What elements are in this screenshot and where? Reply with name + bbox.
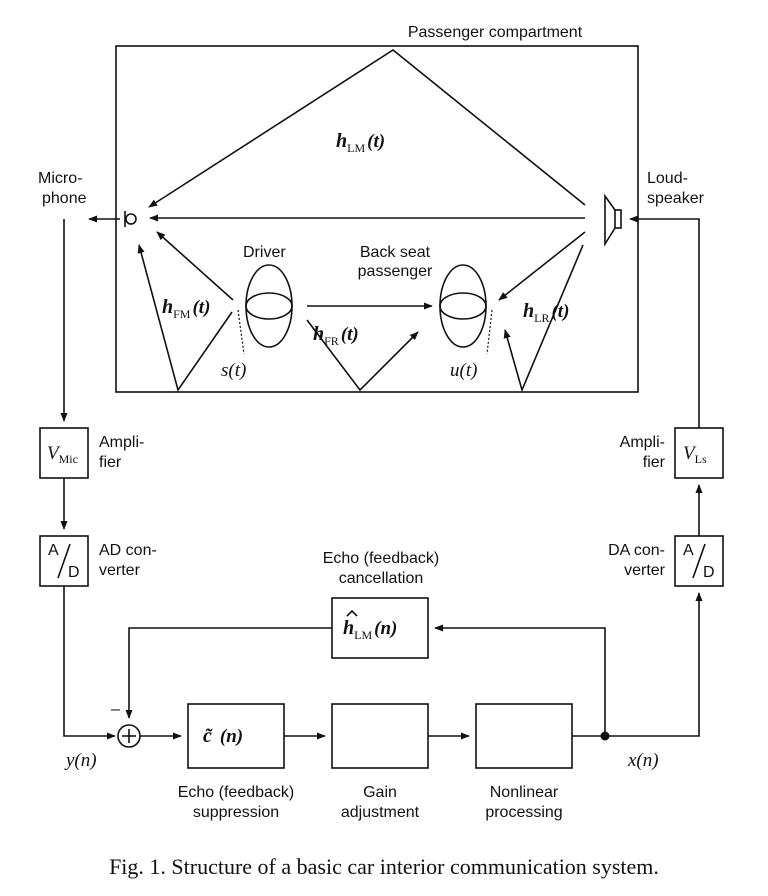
path-hlm-reflection	[148, 49, 586, 208]
driver-speech-source	[237, 309, 245, 355]
echo-cancellation-label-line2: cancellation	[339, 570, 424, 587]
ls-amplifier-label-line2: fier	[643, 454, 666, 471]
passenger-compartment-label: Passenger compartment	[408, 24, 583, 41]
s-t-label: s(t)	[221, 360, 246, 381]
back-seat-label-line1: Back seat	[360, 244, 431, 261]
hfm-label: hFM(t)	[162, 296, 210, 321]
ls-amplifier-label-line1: Ampli-	[620, 434, 665, 451]
path-hlr-direct	[498, 231, 586, 301]
path-hfm-reflection	[137, 244, 233, 392]
echo-suppression-block	[187, 703, 285, 769]
da-divider	[692, 543, 706, 579]
echo-suppression-label-line1: Echo (feedback)	[178, 784, 295, 801]
passenger-speech-source	[486, 309, 493, 355]
da-converter-label-line2: verter	[624, 562, 666, 579]
output-to-da-wire	[605, 592, 703, 737]
ad-converter-label-line1: AD con-	[99, 542, 157, 559]
ls-amplifier-block	[674, 427, 724, 479]
path-hlr-reflection	[503, 244, 584, 393]
path-hfr-reflection	[306, 319, 419, 392]
passenger-compartment-box	[115, 45, 639, 393]
microphone-label-line2: phone	[42, 190, 87, 207]
da-a-label: A	[683, 542, 694, 559]
u-t-label: u(t)	[450, 360, 477, 381]
echo-cancellation-block	[331, 597, 429, 659]
mic-amplifier-block	[39, 427, 89, 479]
echo-suppression-label-line2: suppression	[193, 804, 279, 821]
nonlinear-label-line2: processing	[485, 804, 562, 821]
loudspeaker-label-line2: speaker	[647, 190, 705, 207]
nonlinear-processing-block	[475, 703, 573, 769]
da-converter-label-line1: DA con-	[608, 542, 665, 559]
mic-amplifier-label-line2: fier	[99, 454, 122, 471]
ad-converter-label-line2: verter	[99, 562, 141, 579]
microphone-label-line1: Micro-	[38, 170, 82, 187]
ad-a-label: A	[48, 542, 59, 559]
gain-label-line1: Gain	[363, 784, 397, 801]
canceller-to-sum-wire	[125, 627, 332, 719]
path-hfm-direct	[156, 231, 234, 301]
passenger-icon	[439, 264, 487, 348]
hlm-label: hLM(t)	[336, 130, 385, 155]
hlr-label: hLR(t)	[523, 300, 569, 325]
hlm-hat-label: hLM(n)	[343, 617, 397, 642]
hat-accent	[346, 609, 358, 617]
summation-node	[117, 724, 141, 748]
vls-label: VLs	[683, 443, 707, 466]
x-n-label: x(n)	[627, 750, 659, 771]
branch-to-canceller-wire	[434, 624, 606, 736]
da-d-label: D	[703, 564, 715, 581]
ad-to-sum-wire	[63, 586, 116, 740]
gain-label-line2: adjustment	[341, 804, 420, 821]
loudspeaker-icon	[604, 193, 622, 247]
figure-caption: Fig. 1. Structure of a basic car interio…	[109, 854, 659, 879]
gain-adjustment-block	[331, 703, 429, 769]
hfr-label: hFR(t)	[313, 323, 359, 348]
mic-amplifier-label-line1: Ampli-	[99, 434, 144, 451]
minus-sign: –	[111, 701, 120, 718]
echo-cancellation-label-line1: Echo (feedback)	[323, 550, 440, 567]
amplifier-to-loudspeaker-wire	[629, 215, 700, 428]
driver-label: Driver	[243, 244, 286, 261]
nonlinear-label-line1: Nonlinear	[490, 784, 559, 801]
ad-d-label: D	[68, 564, 80, 581]
loudspeaker-label-line1: Loud-	[647, 170, 688, 187]
ad-divider	[57, 543, 71, 579]
y-n-label: y(n)	[64, 750, 97, 771]
back-seat-label-line2: passenger	[358, 263, 433, 280]
vmic-label: VMic	[47, 443, 78, 466]
driver-icon	[245, 264, 293, 348]
microphone-icon	[124, 211, 137, 227]
c-tilde-label: c̃(n)	[203, 725, 243, 747]
